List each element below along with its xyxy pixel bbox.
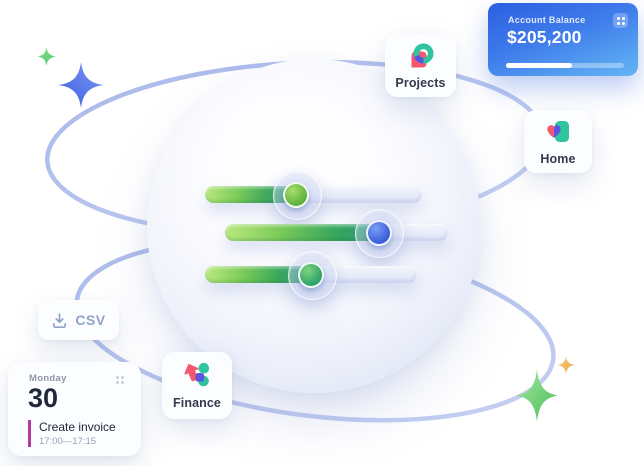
slider-2-thumb[interactable] [365,219,392,246]
slider-3-thumb[interactable] [298,261,324,288]
home-card-label: Home [540,152,576,166]
slider-1-thumb[interactable] [283,181,310,208]
account-balance-card: Account Balance $205,200 [488,3,638,76]
account-balance-amount: $205,200 [507,27,582,47]
projects-card-label: Projects [395,75,446,90]
grid-dots-icon[interactable] [613,13,628,28]
slider-1[interactable] [205,171,422,220]
projects-card[interactable]: Projects [385,33,456,97]
slider-2-fill [225,224,379,241]
calendar-card: Monday 30 Create invoice 17:00—17:15 [8,362,141,456]
calendar-event[interactable]: Create invoice 17:00—17:15 [28,420,116,447]
slider-1-thumb-halo [272,171,322,220]
home-card[interactable]: Home [524,110,592,173]
calendar-day-name: Monday [29,373,67,384]
slider-2[interactable] [225,209,448,258]
sphere [147,59,481,393]
balance-progress-track [506,63,624,68]
account-balance-label: Account Balance [508,15,586,25]
slider-3-fill [205,266,311,283]
finance-card-label: Finance [173,396,221,410]
grid-dots-icon[interactable] [111,371,129,389]
home-heart-icon [547,121,569,142]
balance-progress-fill [506,63,573,68]
csv-download-button[interactable]: CSV [38,300,119,340]
sparkle-yellow-icon [557,356,575,374]
download-icon [53,312,67,328]
finance-shapes-icon [184,362,210,387]
calendar-event-time: 17:00—17:15 [39,436,97,447]
finance-card[interactable]: Finance [162,352,232,419]
projects-chat-donut-icon [411,43,433,67]
calendar-event-title: Create invoice [39,420,116,434]
slider-3[interactable] [205,251,417,300]
star-blue-icon [58,62,104,108]
csv-button-label: CSV [75,312,106,328]
calendar-day-number: 30 [28,383,59,413]
star-green-large-icon [516,369,558,422]
sparkle-green-small-icon [37,47,56,66]
